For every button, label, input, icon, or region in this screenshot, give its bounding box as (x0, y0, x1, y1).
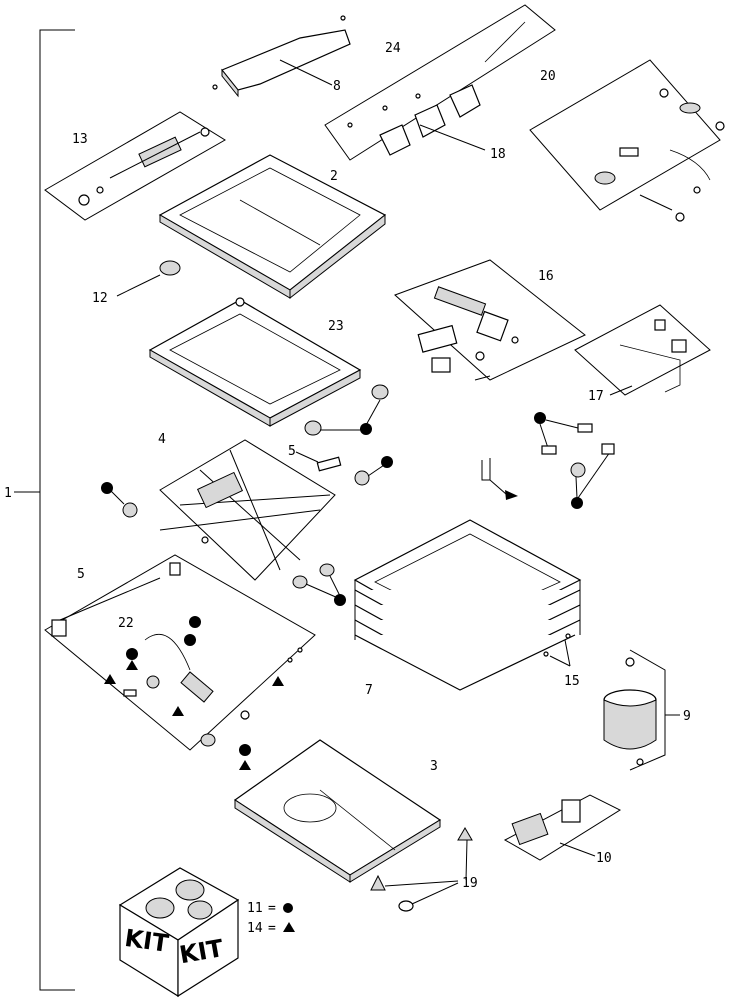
callout-4: 4 (158, 432, 166, 447)
callout-19: 19 (462, 876, 478, 891)
part-2-frame (158, 154, 387, 300)
panel-10 (503, 794, 622, 861)
callout-18: 18 (490, 147, 506, 162)
legend-circle-icon (283, 903, 293, 913)
callout-13: 13 (72, 132, 88, 147)
bushings-7 (292, 563, 346, 606)
circle-marker (571, 497, 583, 509)
part-8-plate (212, 15, 351, 98)
part-23-frame (148, 297, 362, 427)
symbol-legend: 11 = 14 = (247, 901, 295, 936)
callout-3: 3 (430, 759, 438, 774)
callout-9: 9 (683, 709, 691, 724)
part-4-scissor (159, 439, 336, 581)
circle-marker (534, 412, 546, 424)
panel-24 (324, 4, 556, 161)
triangle-marker (239, 760, 251, 770)
legend-equals-14: = (268, 921, 276, 936)
callout-8: 8 (333, 79, 341, 94)
part-9-shock (603, 649, 680, 771)
circle-marker (101, 482, 113, 494)
circle-marker (360, 423, 372, 435)
callout-23: 23 (328, 319, 344, 334)
callout-5b: 5 (77, 567, 85, 582)
callout-20: 20 (540, 69, 556, 84)
circle-marker (239, 744, 251, 756)
callout-15: 15 (564, 674, 580, 689)
kit-label-left: KIT (123, 924, 171, 958)
circle-marker (184, 634, 196, 646)
panel-17 (574, 304, 711, 396)
bushings-right (534, 412, 615, 509)
part-3-base-plate (233, 739, 442, 883)
part-12-spring (116, 260, 181, 297)
part-7-bellows (353, 519, 582, 691)
triangle-marker (126, 660, 138, 670)
circle-marker (334, 594, 346, 606)
callout-12: 12 (92, 291, 108, 306)
callout-5a: 5 (288, 444, 296, 459)
callout-24: 24 (385, 41, 401, 56)
callout-16: 16 (538, 269, 554, 284)
callout-1: 1 (4, 486, 12, 501)
circle-marker (381, 456, 393, 468)
legend-number-14: 14 (247, 921, 263, 936)
callout-labels: 1 2 3 4 5 5 7 8 9 10 12 13 15 16 17 18 1… (4, 41, 691, 891)
panel-16 (394, 259, 586, 381)
panel-20 (529, 59, 725, 222)
hook-arrow (481, 458, 518, 500)
circle-marker (126, 648, 138, 660)
legend-triangle-icon (283, 922, 295, 932)
panel-5b (44, 554, 316, 770)
kit-box (118, 867, 240, 998)
callout-17: 17 (588, 389, 604, 404)
bushings-left (101, 456, 393, 518)
circle-marker (189, 616, 201, 628)
bushings-23 (304, 384, 389, 436)
triangle-marker (172, 706, 184, 716)
part-19-feet (370, 827, 473, 912)
triangle-marker (104, 674, 116, 684)
callout-7: 7 (365, 683, 373, 698)
part-5-pin (295, 451, 342, 472)
panel-13 (44, 111, 226, 221)
callout-22: 22 (118, 616, 134, 631)
assembly-bracket (14, 29, 75, 991)
callout-10: 10 (596, 851, 612, 866)
callout-2: 2 (330, 169, 338, 184)
part-15-screws (543, 633, 571, 667)
triangle-marker (272, 676, 284, 686)
legend-number-11: 11 (247, 901, 263, 916)
legend-equals-11: = (268, 901, 276, 916)
